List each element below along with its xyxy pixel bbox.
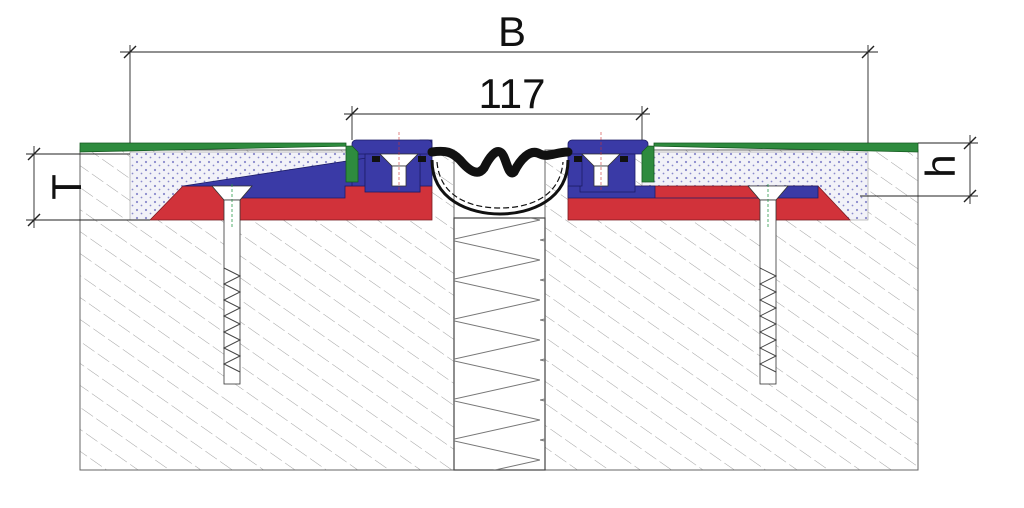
dimension-label-b: B	[498, 8, 526, 55]
dimension-joint-width: 117	[344, 70, 650, 140]
dimension-overall-width: B	[120, 8, 878, 143]
dimension-label-117: 117	[479, 70, 546, 117]
profile-bolt-left	[372, 132, 426, 190]
dimension-label-h: h	[917, 154, 964, 177]
dimension-profile-height: h	[860, 135, 978, 204]
profile-bolt-right	[574, 132, 628, 190]
joint-filler-block	[453, 217, 546, 471]
anchor-screw-left	[211, 184, 253, 385]
dimension-slab-thickness: T	[26, 146, 150, 228]
dimension-label-t: T	[43, 174, 90, 200]
cover-strip-right	[641, 142, 919, 183]
seal-insert	[427, 146, 573, 216]
anchor-screw-right	[747, 184, 789, 385]
cover-strip-left	[79, 142, 359, 183]
